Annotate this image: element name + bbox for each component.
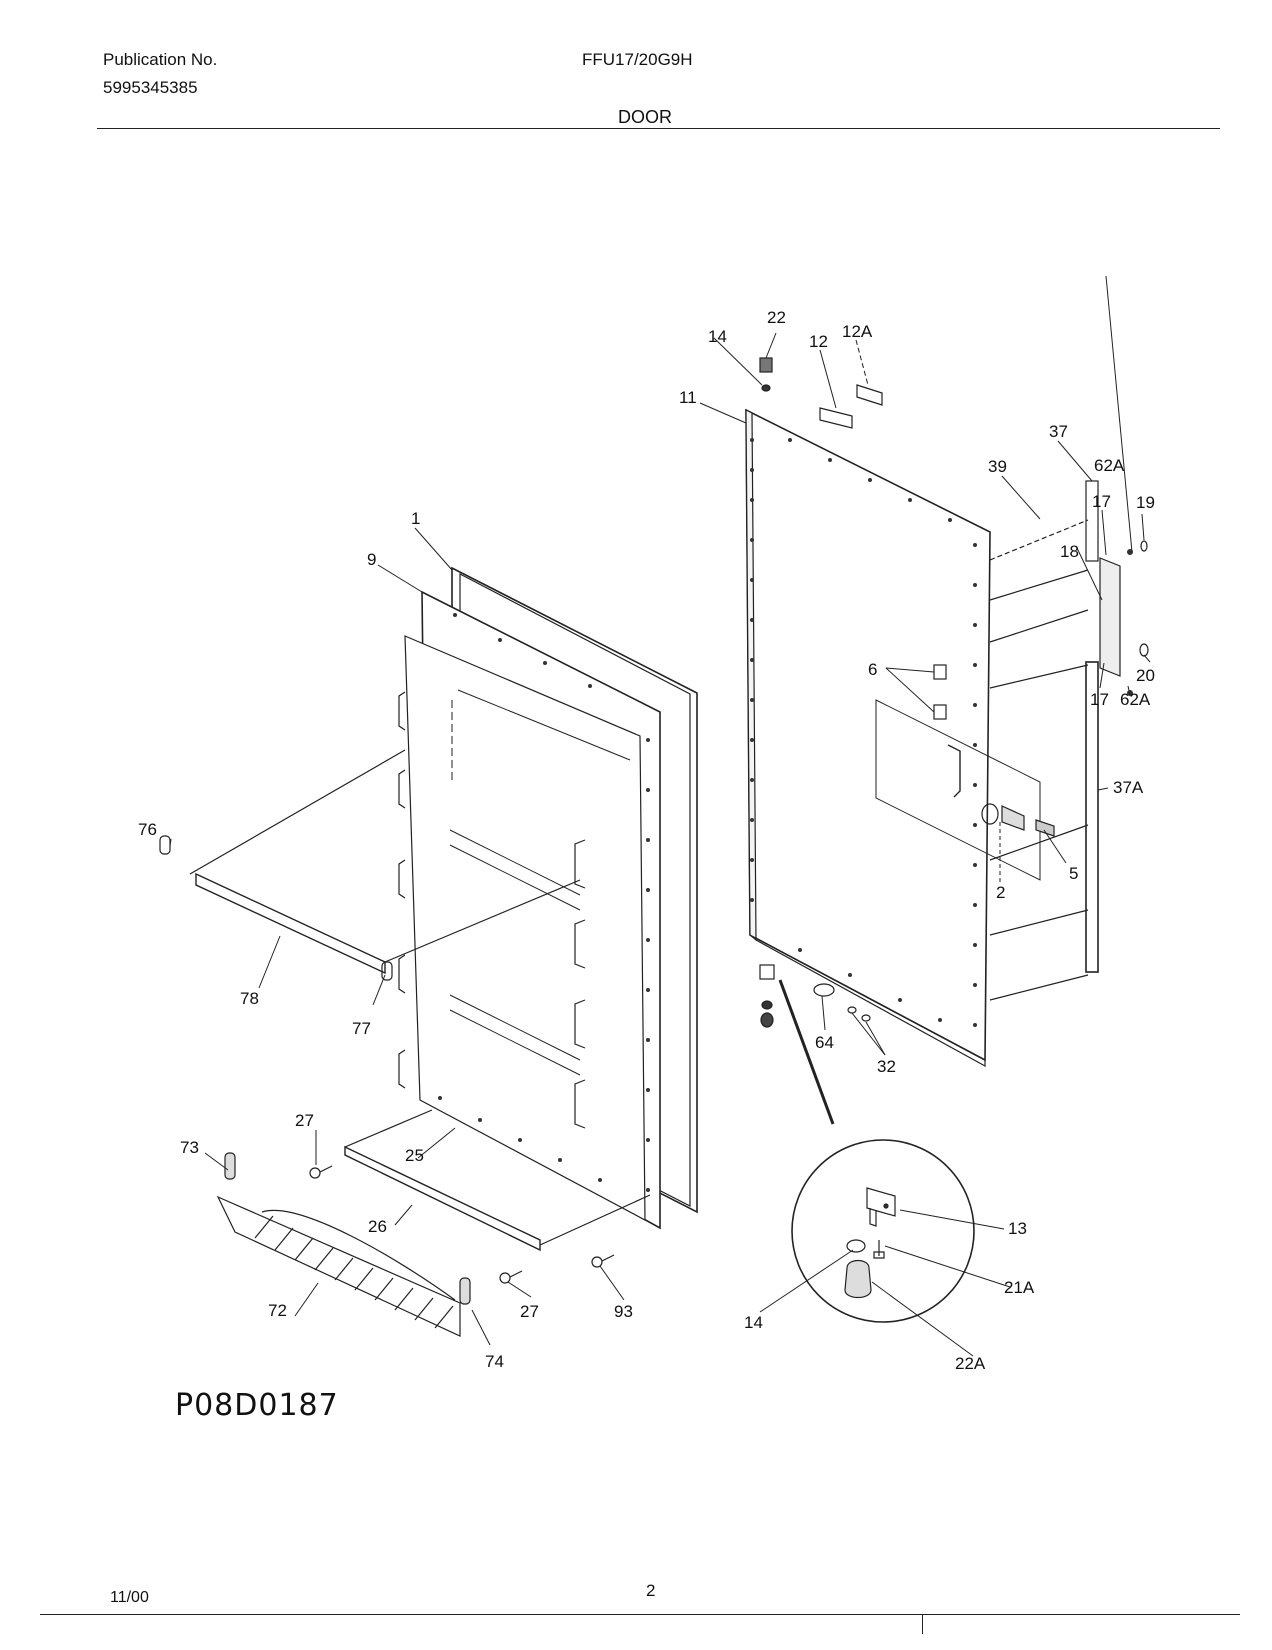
callout-label: 32 [877, 1057, 896, 1076]
callout-label: 22A [955, 1354, 986, 1373]
leader-lines [169, 275, 1151, 1357]
publication-number: 5995345385 [103, 78, 198, 97]
callout-label: 77 [352, 1019, 371, 1038]
door-liner [398, 566, 698, 1230]
callout-label: 22 [767, 308, 786, 327]
callout-label: 62A [1120, 690, 1151, 709]
callout-label: 72 [268, 1301, 287, 1320]
callout-label: 26 [368, 1217, 387, 1236]
callout-label: 9 [367, 550, 376, 569]
callout-label: 93 [614, 1302, 633, 1321]
model-number: FFU17/20G9H [582, 50, 693, 69]
callout-label: 74 [485, 1352, 504, 1371]
publication-label: Publication No. [103, 50, 218, 69]
callout-label: 14 [744, 1313, 763, 1332]
callout-label: 17 [1090, 690, 1109, 709]
outer-door-panel [745, 357, 1055, 1068]
callout-label: 12A [842, 322, 873, 341]
callout-label: 78 [240, 989, 259, 1008]
callout-label: 5 [1069, 864, 1078, 883]
callout-label: 37A [1113, 778, 1144, 797]
callout-label: 17 [1092, 492, 1111, 511]
callout-label: 39 [988, 457, 1007, 476]
footer-tick [922, 1614, 923, 1634]
callout-label: 25 [405, 1146, 424, 1165]
callout-label: 27 [295, 1111, 314, 1130]
callout-label: 11 [679, 388, 697, 407]
footer-date: 11/00 [110, 1589, 149, 1606]
callout-label: 12 [809, 332, 828, 351]
right-side-hardware [989, 480, 1149, 1001]
callout-label: 13 [1008, 1219, 1027, 1238]
section-title: DOOR [618, 107, 672, 127]
callout-label: 64 [815, 1033, 834, 1052]
page-number: 2 [646, 1581, 656, 1600]
callout-label: 21A [1004, 1278, 1035, 1297]
callout-label: 20 [1136, 666, 1155, 685]
callout-label: 6 [868, 660, 877, 679]
callout-label: 62A [1094, 456, 1125, 475]
callout-label: 76 [138, 820, 157, 839]
header-rule [97, 128, 1220, 129]
callout-labels: 22 14 12 12A 11 37 39 62A 19 1 9 17 18 2… [138, 308, 1155, 1373]
drawing-number: P08D0187 [175, 1388, 339, 1423]
bars-and-basket [159, 749, 651, 1337]
footer-rule [40, 1614, 1240, 1615]
callout-label: 2 [996, 883, 1005, 902]
callout-label: 73 [180, 1138, 199, 1157]
detail-callout [778, 979, 975, 1323]
callout-label: 37 [1049, 422, 1068, 441]
callout-label: 27 [520, 1302, 539, 1321]
callout-label: 14 [708, 327, 727, 346]
callout-label: 18 [1060, 542, 1079, 561]
callout-label: 19 [1136, 493, 1155, 512]
callout-label: 1 [411, 509, 420, 528]
